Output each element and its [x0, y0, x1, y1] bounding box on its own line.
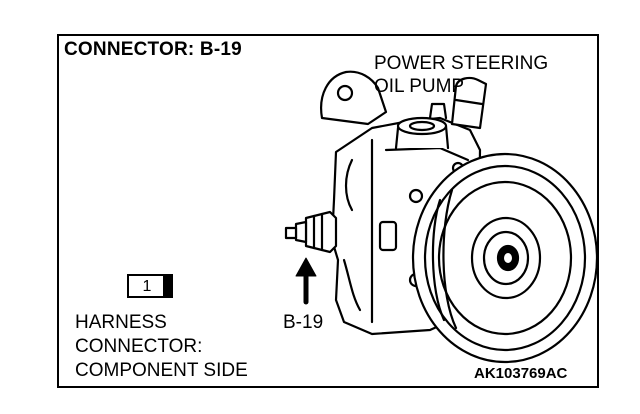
connector-pin-number: 1 — [142, 278, 152, 295]
pump-label-line2: OIL PUMP — [374, 76, 465, 97]
pump-label-line1: POWER STEERING — [374, 53, 549, 74]
harness-label-line3: COMPONENT SIDE — [75, 360, 248, 381]
harness-label-line2: CONNECTOR: — [75, 336, 203, 357]
harness-connector-face: 1 — [127, 274, 173, 298]
harness-label-line1: HARNESS — [75, 312, 167, 333]
figure-code: AK103769AC — [474, 365, 568, 382]
connector-lock-tab — [163, 276, 171, 296]
connector-pointer-label: B-19 — [283, 312, 324, 333]
diagram-title: CONNECTOR: B-19 — [64, 39, 242, 60]
